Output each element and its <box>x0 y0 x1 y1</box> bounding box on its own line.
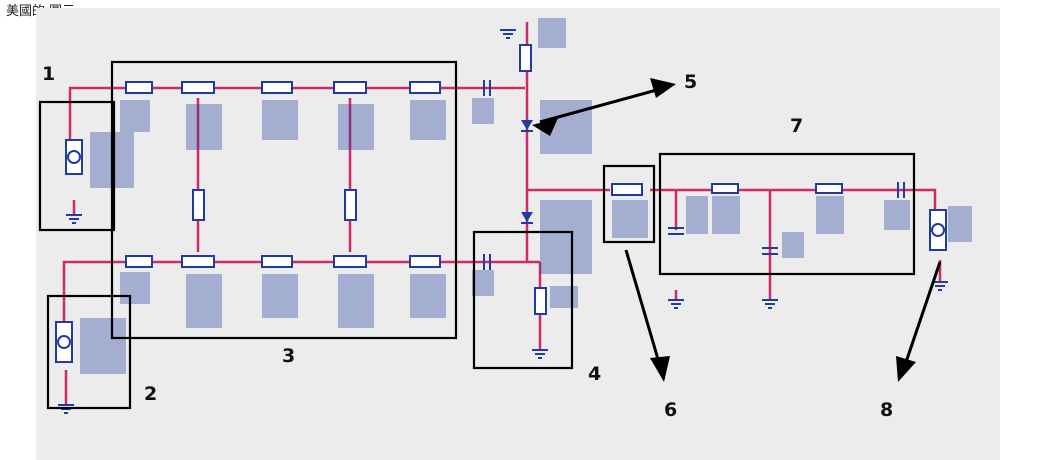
box-1 <box>38 100 116 232</box>
transmission-lines <box>125 44 843 315</box>
callout-4: 4 <box>588 363 601 385</box>
callout-8: 8 <box>880 399 893 421</box>
callout-labels: 1 2 3 4 5 6 7 8 <box>42 63 893 421</box>
callout-1: 1 <box>42 63 55 85</box>
callout-3: 3 <box>282 345 295 367</box>
box-2 <box>46 294 132 410</box>
capacitors <box>483 80 905 270</box>
grounds <box>58 29 948 414</box>
box-4 <box>472 230 574 370</box>
diodes <box>521 120 533 224</box>
box-7 <box>658 152 916 276</box>
callout-6: 6 <box>664 399 677 421</box>
ports <box>55 139 947 363</box>
arrows <box>532 78 942 382</box>
callout-5: 5 <box>684 71 697 93</box>
callout-2: 2 <box>144 383 157 405</box>
box-3 <box>110 60 458 340</box>
highlight-boxes <box>38 60 916 410</box>
callout-7: 7 <box>790 115 803 137</box>
component-annotations <box>80 18 972 374</box>
box-6 <box>602 164 656 244</box>
